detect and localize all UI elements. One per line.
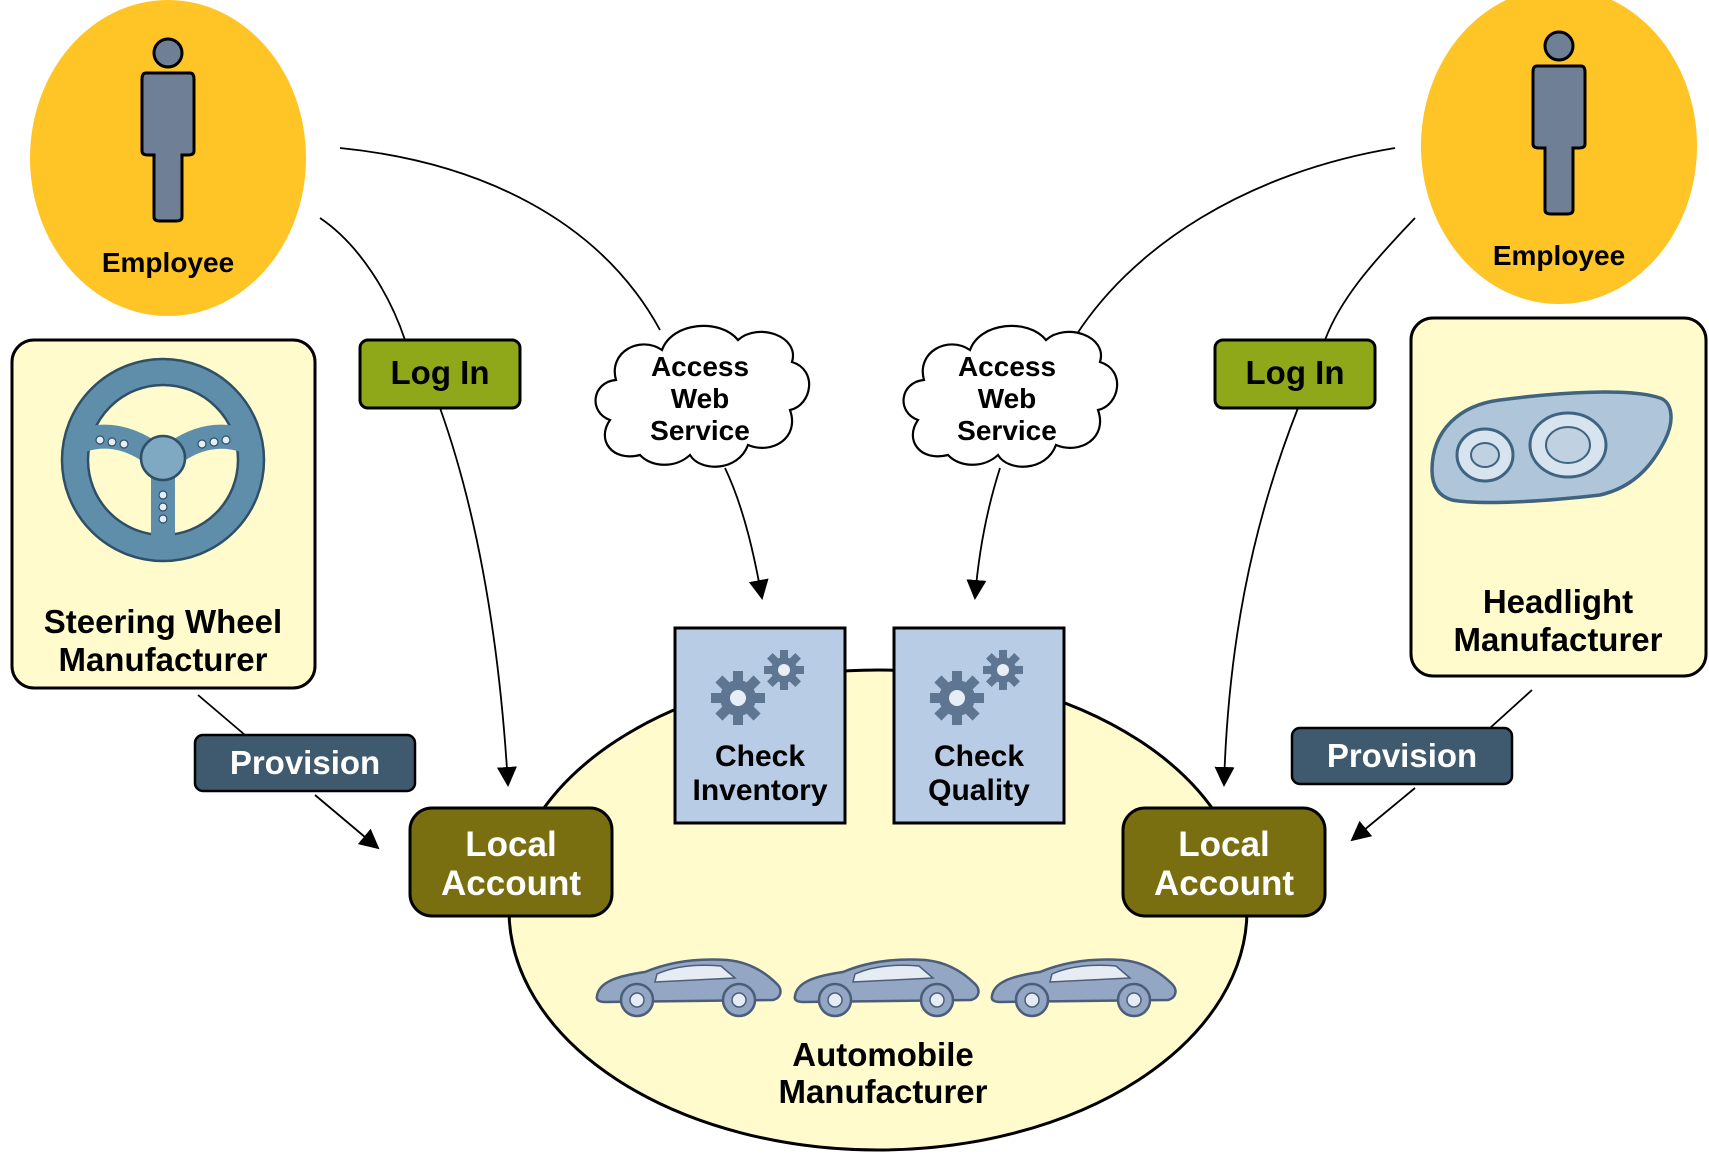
cloud-right-line3: Service: [957, 415, 1057, 446]
inventory-label-line1: Check: [715, 740, 805, 773]
automobile-label-line1: Automobile: [792, 1036, 973, 1073]
quality-label-line2: Quality: [928, 774, 1030, 807]
cloud-right-line2: Web: [978, 383, 1037, 414]
connector-steering-to-provision: [197, 694, 246, 736]
cloud-left-line3: Service: [650, 415, 750, 446]
account-left-line1: Local: [465, 825, 556, 864]
arrow-provision-to-account-left: [314, 794, 380, 850]
provision-right: Provision: [1290, 726, 1514, 786]
provision-left: Provision: [193, 733, 417, 793]
connector-headlight-to-provision: [1489, 689, 1533, 729]
cloud-left-line1: Access: [651, 351, 749, 382]
arrow-login-to-account-left: [439, 407, 517, 787]
automobile-label-line2: Manufacturer: [778, 1073, 987, 1110]
local-account-left: Local Account: [408, 806, 614, 918]
employee-right: Employee: [1421, 0, 1697, 304]
arrow-cloud-to-inventory: [724, 467, 769, 600]
account-right-line2: Account: [1154, 864, 1294, 903]
login-left: Log In: [358, 338, 522, 410]
account-left-line2: Account: [441, 864, 581, 903]
login-right: Log In: [1213, 338, 1377, 410]
cloud-left-line2: Web: [671, 383, 730, 414]
steering-wheel-manufacturer: Steering Wheel Manufacturer: [10, 338, 317, 690]
connector-employee-to-login-left: [319, 217, 406, 341]
employee-left: Employee: [30, 0, 306, 316]
headlight-icon: [1430, 390, 1673, 505]
steering-label-line2: Manufacturer: [58, 641, 267, 678]
employee-label: Employee: [102, 247, 234, 278]
provision-left-label: Provision: [230, 744, 380, 781]
service-check-inventory: Check Inventory: [673, 626, 847, 825]
connector-employee-to-cloud-left: [339, 147, 661, 331]
quality-label-line1: Check: [934, 740, 1024, 773]
cloud-right: Access Web Service: [902, 324, 1119, 468]
steering-label-line1: Steering Wheel: [44, 603, 282, 640]
cloud-left: Access Web Service: [594, 324, 811, 468]
service-check-quality: Check Quality: [892, 626, 1066, 825]
account-right-line1: Local: [1178, 825, 1269, 864]
employee-label: Employee: [1493, 240, 1625, 271]
arrow-cloud-to-quality: [966, 467, 1001, 600]
connector-employee-to-login-right: [1324, 217, 1416, 341]
cloud-right-line1: Access: [958, 351, 1056, 382]
login-right-label: Log In: [1246, 354, 1345, 391]
headlight-label-line2: Manufacturer: [1453, 621, 1662, 658]
steering-wheel-icon: [60, 357, 266, 563]
inventory-label-line2: Inventory: [692, 774, 827, 807]
headlight-label-line1: Headlight: [1483, 583, 1633, 620]
provision-right-label: Provision: [1327, 737, 1477, 774]
arrow-login-to-account-right: [1214, 407, 1299, 787]
arrow-provision-to-account-right: [1350, 787, 1416, 842]
headlight-manufacturer: Headlight Manufacturer: [1409, 316, 1708, 678]
connector-employee-to-cloud-right: [1069, 147, 1396, 346]
login-left-label: Log In: [391, 354, 490, 391]
local-account-right: Local Account: [1121, 806, 1327, 918]
connectors: [197, 147, 1533, 850]
